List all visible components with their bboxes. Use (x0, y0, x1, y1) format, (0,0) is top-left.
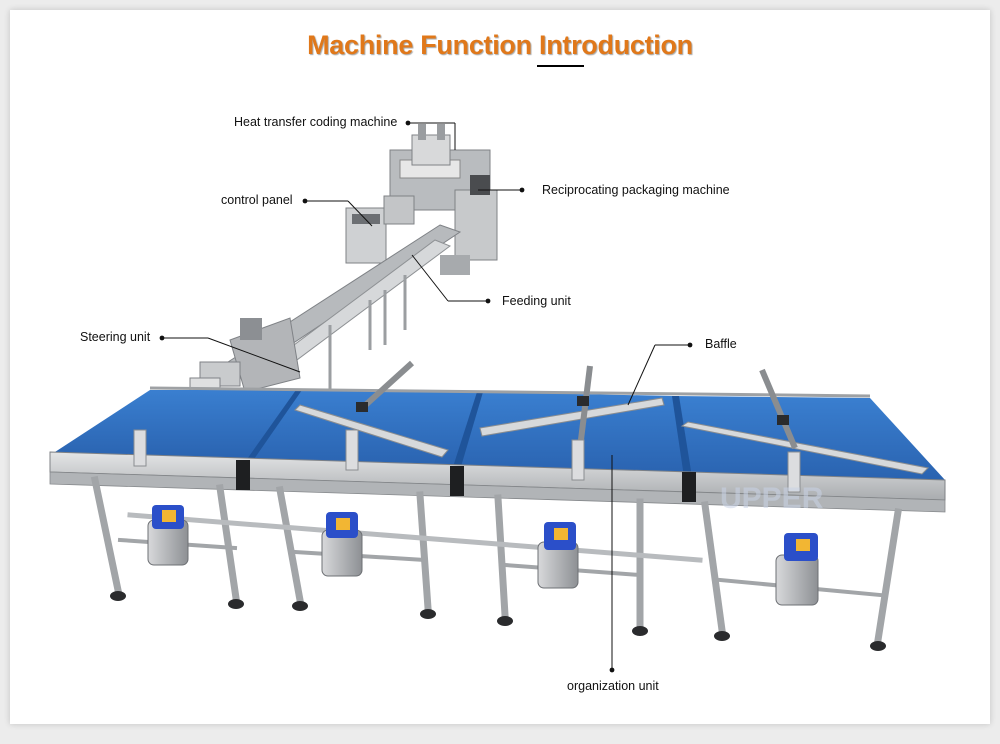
title-underline (537, 65, 584, 67)
baffles (294, 360, 930, 475)
page-title: Machine Function Introduction (307, 30, 693, 60)
content-card (10, 10, 990, 724)
conveyor-table (49, 386, 946, 513)
label-control-panel: control panel (221, 193, 293, 207)
label-feeding-unit: Feeding unit (502, 294, 571, 308)
motor-2 (321, 512, 363, 577)
leg-feet (110, 591, 886, 651)
callout-lines (162, 122, 690, 670)
motor-1 (147, 505, 189, 566)
callout-dots (159, 120, 693, 673)
label-baffle: Baffle (705, 337, 737, 351)
control-panel-box (345, 195, 415, 264)
label-organization-unit: organization unit (567, 679, 659, 693)
label-reciprocating-packaging-machine: Reciprocating packaging machine (542, 183, 730, 197)
sensor-brackets (133, 429, 801, 493)
motor-4 (775, 533, 819, 606)
motor-3 (537, 522, 579, 589)
watermark-logo: UPPER (720, 482, 824, 515)
label-heat-transfer-coding-machine: Heat transfer coding machine (234, 115, 398, 129)
label-steering-unit: Steering unit (80, 330, 151, 344)
